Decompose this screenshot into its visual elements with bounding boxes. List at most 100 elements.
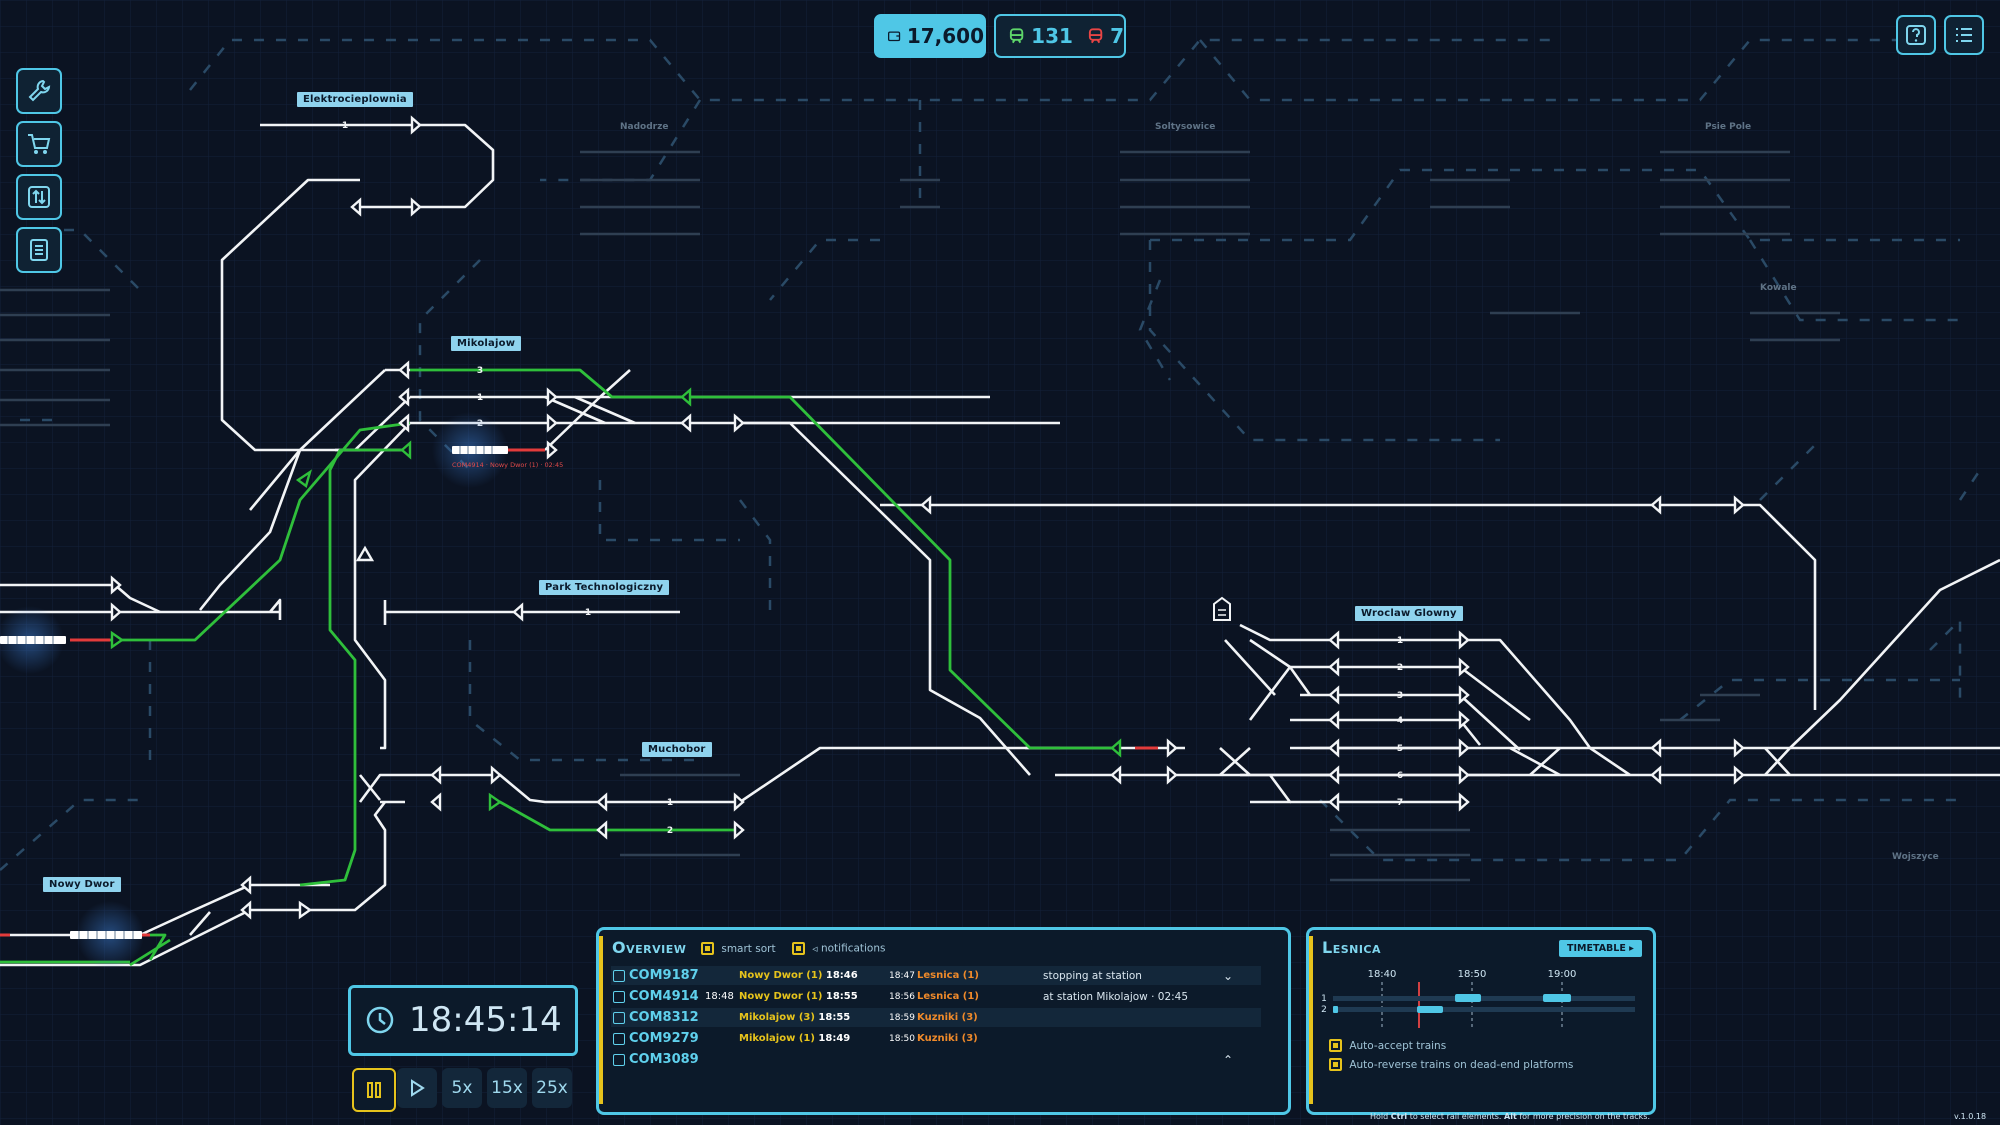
log-book-button[interactable] bbox=[16, 227, 62, 273]
swap-arrows-icon bbox=[28, 186, 50, 208]
train-slot[interactable] bbox=[1333, 1006, 1338, 1013]
controls-hint: Hold Ctrl to select rail elements. Alt f… bbox=[1370, 1112, 1650, 1121]
list-menu-icon bbox=[1956, 28, 1972, 42]
version-label: v.1.0.18 bbox=[1954, 1112, 1987, 1121]
train-nowy-dwor[interactable] bbox=[70, 931, 142, 939]
track-label: 3 bbox=[477, 366, 483, 376]
station-kowale[interactable]: Kowale bbox=[1760, 283, 1797, 293]
hint-key: Ctrl bbox=[1390, 1112, 1408, 1121]
station-mikolajow[interactable]: Mikolajow bbox=[451, 336, 522, 351]
hint-text: to select rail elements. bbox=[1407, 1112, 1505, 1121]
timeline-tick: 18:40 bbox=[1368, 969, 1397, 980]
hint-key: Alt bbox=[1504, 1112, 1517, 1121]
speed-5x-button[interactable]: 5x bbox=[442, 1068, 482, 1108]
arrival-time: 18:59 bbox=[889, 1012, 915, 1023]
origin-time: 18:55 bbox=[825, 991, 858, 1002]
track-label: 5 bbox=[1397, 744, 1403, 754]
track-label: 1 bbox=[477, 393, 483, 403]
train-tag: COM4914 · Nowy Dwor (1) · 02:45 bbox=[452, 461, 563, 469]
timeline-tick: 18:50 bbox=[1458, 969, 1487, 980]
auto-reverse-toggle[interactable]: Auto-reverse trains on dead-end platform… bbox=[1329, 1058, 1573, 1071]
station-elektrocieplownia[interactable]: Elektrocieplownia bbox=[297, 92, 413, 107]
train-delayed-icon bbox=[1088, 28, 1103, 44]
origin: Mikolajow (1) 18:49 bbox=[739, 1033, 850, 1044]
train-row[interactable]: COM9279 Mikolajow (1) 18:49 18:50 Kuznik… bbox=[611, 1029, 1261, 1048]
track-label: 2 bbox=[1397, 663, 1403, 673]
train-icon bbox=[613, 1033, 625, 1045]
station-nowy-dwor[interactable]: Nowy Dwor bbox=[43, 877, 121, 892]
platform-timeline[interactable]: 18:40 18:50 19:00 1 2 bbox=[1319, 968, 1639, 1032]
train-icon bbox=[613, 1054, 625, 1066]
track-label: 1 bbox=[585, 608, 591, 618]
ghost-tracks bbox=[0, 150, 1840, 882]
play-button[interactable] bbox=[397, 1068, 437, 1108]
station-nadodrze[interactable]: Nadodrze bbox=[620, 122, 669, 132]
train-slot[interactable] bbox=[1543, 994, 1571, 1002]
origin-station: Nowy Dwor (1) bbox=[739, 991, 823, 1002]
money-display: 17,600 bbox=[874, 14, 986, 58]
platform-number: 1 bbox=[1321, 994, 1327, 1004]
arrival-time: 18:50 bbox=[889, 1033, 915, 1044]
arrival-time: 18:47 bbox=[889, 970, 915, 981]
train-ok-icon bbox=[1009, 28, 1024, 44]
station-wojszyce[interactable]: Wojszyce bbox=[1892, 852, 1939, 862]
depot-icon[interactable] bbox=[1213, 596, 1231, 621]
train-com4914[interactable] bbox=[452, 446, 508, 454]
auto-accept-label: Auto-accept trains bbox=[1349, 1039, 1447, 1052]
build-tool-button[interactable] bbox=[16, 68, 62, 114]
train-row[interactable]: COM3089 ⌃ bbox=[611, 1050, 1261, 1069]
train-slot[interactable] bbox=[1455, 994, 1481, 1002]
track-label: 2 bbox=[667, 826, 673, 836]
auto-accept-toggle[interactable]: Auto-accept trains bbox=[1329, 1039, 1446, 1052]
train-icon bbox=[613, 991, 625, 1003]
destination: Kuzniki (3) bbox=[917, 1012, 978, 1023]
trains-delayed-count: 7 bbox=[1110, 24, 1124, 48]
station-psie-pole[interactable]: Psie Pole bbox=[1705, 122, 1752, 132]
help-button[interactable] bbox=[1896, 15, 1936, 55]
shop-button[interactable] bbox=[16, 121, 62, 167]
train-id: COM9187 bbox=[629, 968, 699, 983]
white-tracks bbox=[0, 123, 2000, 967]
station-park-technologiczny[interactable]: Park Technologiczny bbox=[539, 580, 670, 595]
sort-button[interactable] bbox=[16, 174, 62, 220]
station-wroclaw-glowny[interactable]: Wroclaw Glowny bbox=[1355, 606, 1463, 621]
train-west[interactable] bbox=[0, 636, 66, 644]
clock-panel: 18:45:14 bbox=[348, 985, 578, 1056]
timetable-button[interactable]: TIMETABLE ▸ bbox=[1559, 940, 1642, 957]
document-icon bbox=[30, 239, 48, 261]
station-soltysowice[interactable]: Soltysowice bbox=[1155, 122, 1216, 132]
train-row[interactable]: COM9187 Nowy Dwor (1) 18:46 18:47 Lesnic… bbox=[611, 966, 1261, 985]
clock-time: 18:45:14 bbox=[409, 1000, 562, 1040]
menu-button[interactable] bbox=[1944, 15, 1984, 55]
clock-icon bbox=[366, 1006, 394, 1034]
origin: Mikolajow (3) 18:55 bbox=[739, 1012, 850, 1023]
train-status: at station Mikolajow · 02:45 bbox=[1043, 990, 1189, 1003]
smart-sort-toggle[interactable]: smart sort bbox=[701, 942, 776, 955]
train-row[interactable]: COM8312 Mikolajow (3) 18:55 18:59 Kuznik… bbox=[611, 1008, 1261, 1027]
platform-1-track bbox=[1333, 996, 1635, 1001]
help-icon bbox=[1906, 25, 1926, 45]
train-row[interactable]: COM4914 18:48 Nowy Dwor (1) 18:55 18:56 … bbox=[611, 987, 1261, 1006]
train-id: COM8312 bbox=[629, 1010, 699, 1025]
track-label: 1 bbox=[1397, 636, 1403, 646]
green-signals bbox=[110, 387, 1122, 812]
train-slot[interactable] bbox=[1417, 1006, 1443, 1013]
speed-25x-button[interactable]: 25x bbox=[532, 1068, 572, 1108]
station-muchobor[interactable]: Muchobor bbox=[642, 742, 712, 757]
money-value: 17,600 bbox=[906, 24, 984, 48]
wrench-icon bbox=[28, 79, 51, 102]
auto-reverse-label: Auto-reverse trains on dead-end platform… bbox=[1349, 1058, 1574, 1071]
pause-icon bbox=[367, 1082, 381, 1098]
notifications-label: notifications bbox=[820, 942, 886, 955]
pause-button[interactable] bbox=[352, 1068, 396, 1112]
chevron-down-icon[interactable]: ⌄ bbox=[1223, 968, 1234, 983]
lesnica-panel: Lesnica TIMETABLE ▸ 18:40 18:50 19:00 1 … bbox=[1306, 927, 1656, 1115]
background-network bbox=[0, 38, 1982, 871]
speed-15x-button[interactable]: 15x bbox=[487, 1068, 527, 1108]
chevron-up-icon[interactable]: ⌃ bbox=[1223, 1052, 1234, 1067]
trains-ok-count: 131 bbox=[1031, 24, 1073, 48]
notifications-toggle[interactable]: ◃ notifications bbox=[792, 942, 886, 955]
track-label: 1 bbox=[667, 798, 673, 808]
train-count-display: 131 7 bbox=[994, 14, 1126, 58]
checkbox-icon bbox=[792, 942, 805, 955]
